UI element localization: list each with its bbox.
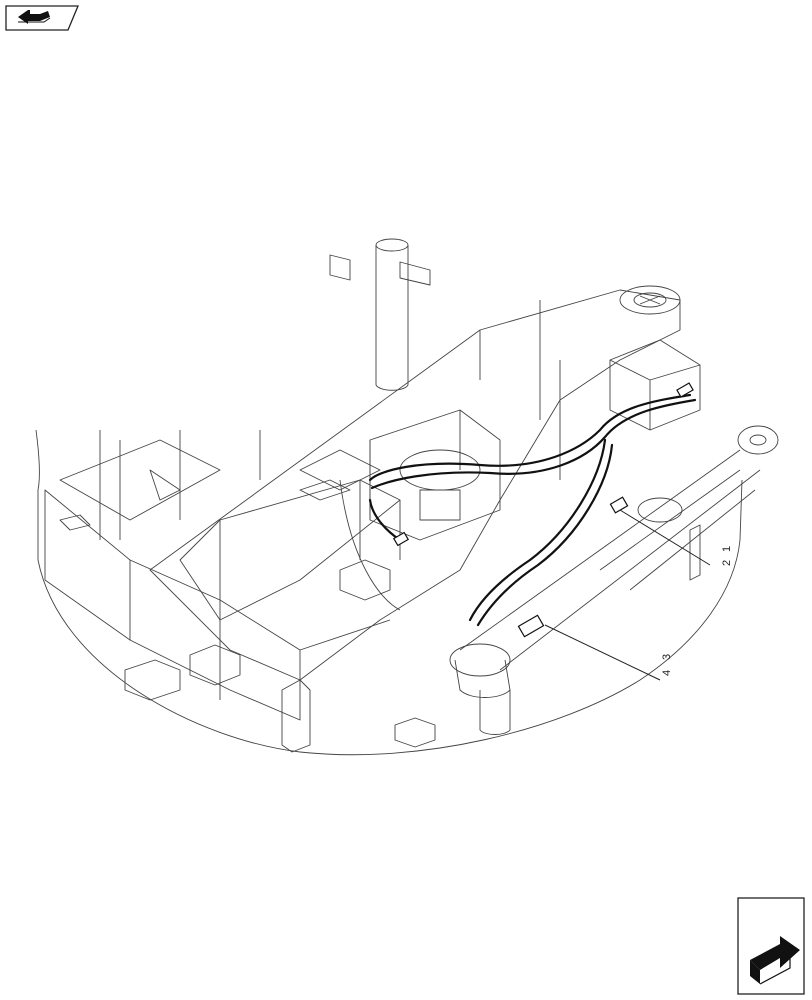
side-bracket	[689, 524, 701, 581]
callout-3: 3	[661, 654, 673, 660]
callout-leaders	[544, 509, 711, 681]
main-frame-body	[149, 289, 681, 681]
next-page-button[interactable]	[737, 897, 805, 995]
boom-pivot-boss	[619, 285, 681, 315]
upright-column	[329, 238, 431, 391]
upper-frame-drawing	[35, 238, 779, 756]
callout-labels: 1 2 3 4	[661, 546, 733, 676]
hose-a	[368, 393, 692, 482]
swing-motor	[339, 409, 501, 611]
callout-4: 4	[661, 670, 673, 676]
leader-3-4	[544, 624, 661, 681]
hose-b	[370, 398, 697, 490]
hose-c	[468, 438, 607, 622]
hose-fittings	[392, 382, 694, 638]
hose-d	[476, 443, 614, 627]
leader-1-2	[619, 509, 711, 566]
prev-page-arrow-icon	[18, 10, 51, 24]
turntable-base	[37, 539, 741, 756]
valve-block	[609, 339, 701, 431]
hydraulic-cylinder	[449, 425, 779, 735]
callout-1: 1	[721, 546, 733, 552]
hydraulic-hoses	[368, 393, 697, 627]
next-page-arrow-icon	[750, 936, 800, 985]
mounting-pads	[59, 479, 436, 748]
prev-page-tab[interactable]	[5, 5, 79, 31]
callout-2: 2	[721, 560, 733, 566]
